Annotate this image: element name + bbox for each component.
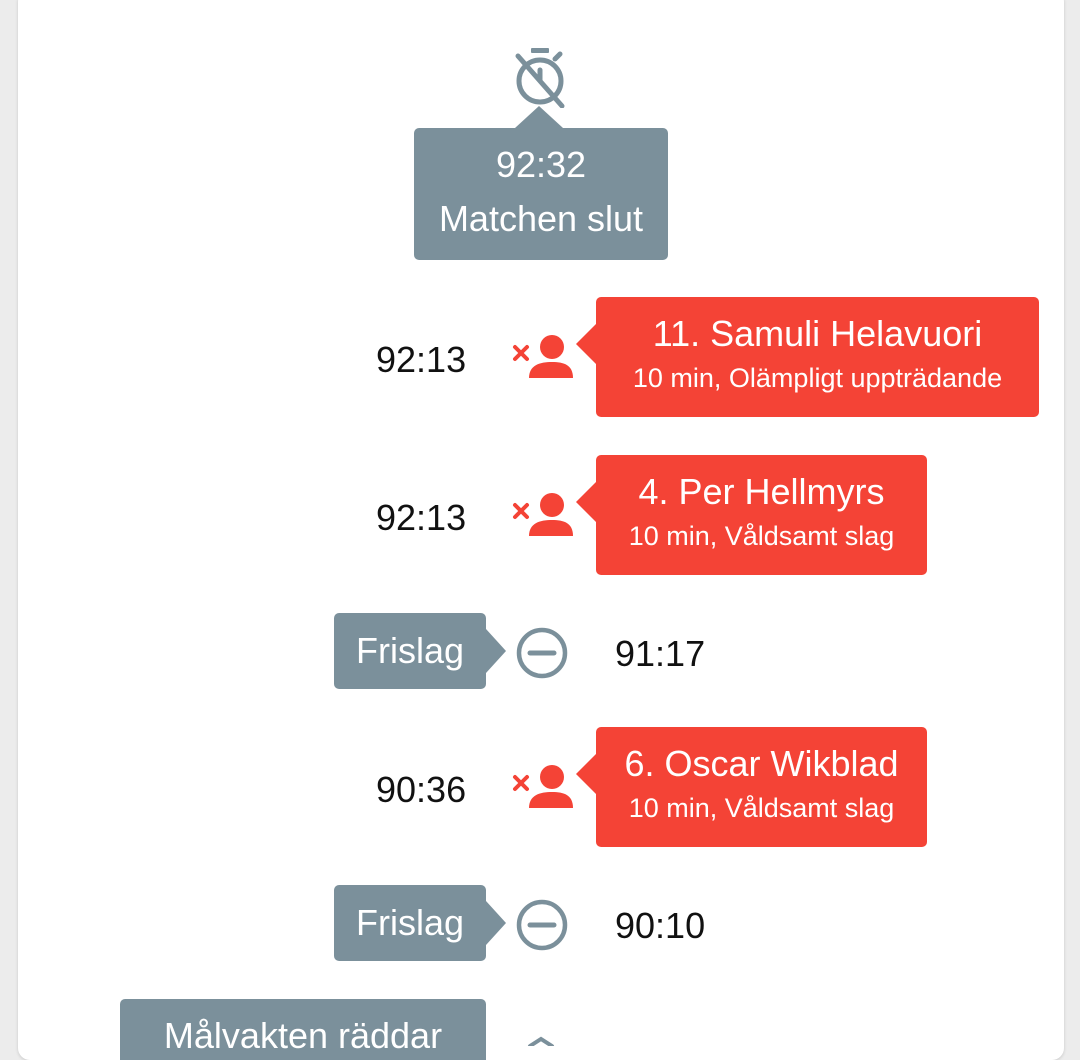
penalty-player: 11. Samuli Helavuori [652, 313, 983, 354]
person-remove-icon [513, 493, 573, 536]
penalty-bubble-pointer [576, 322, 598, 366]
shield-icon [528, 1036, 554, 1046]
event-time: 91:17 [615, 633, 706, 674]
free-kick-bubble-pointer [486, 629, 506, 673]
match-end-bubble-pointer [515, 106, 563, 128]
free-kick-label: Frislag [355, 630, 465, 671]
minus-circle-icon [516, 899, 568, 951]
penalty-player: 4. Per Hellmyrs [638, 471, 885, 512]
event-time: 90:10 [615, 905, 706, 946]
penalty-bubble-pointer [576, 752, 598, 796]
timer-off-icon [515, 48, 565, 108]
free-kick-bubble[interactable]: Frislag [334, 885, 486, 961]
penalty-player: 6. Oscar Wikblad [624, 743, 899, 784]
person-remove-icon [513, 335, 573, 378]
event-time: 92:13 [376, 497, 467, 538]
event-time: 92:13 [376, 339, 467, 380]
penalty-detail: 10 min, Olämpligt uppträdande [632, 363, 1003, 393]
event-time: 90:36 [376, 769, 467, 810]
minus-circle-icon [516, 627, 568, 679]
match-end-label: Matchen slut [438, 198, 644, 239]
save-bubble[interactable]: Målvakten räddar [120, 999, 486, 1060]
free-kick-bubble-pointer [486, 901, 506, 945]
penalty-bubble[interactable]: 4. Per Hellmyrs 10 min, Våldsamt slag [596, 455, 927, 575]
penalty-bubble-pointer [576, 480, 598, 524]
free-kick-label: Frislag [355, 902, 465, 943]
match-end-bubble[interactable]: 92:32 Matchen slut [414, 128, 668, 260]
save-label: Målvakten räddar [163, 1015, 443, 1056]
free-kick-bubble[interactable]: Frislag [334, 613, 486, 689]
penalty-bubble[interactable]: 11. Samuli Helavuori 10 min, Olämpligt u… [596, 297, 1039, 417]
penalty-bubble[interactable]: 6. Oscar Wikblad 10 min, Våldsamt slag [596, 727, 927, 847]
match-timeline-card: 92:32 Matchen slut 92:13 11. Samuli Hela… [18, 0, 1064, 1060]
person-remove-icon [513, 765, 573, 808]
penalty-detail: 10 min, Våldsamt slag [628, 521, 895, 551]
penalty-detail: 10 min, Våldsamt slag [628, 793, 895, 823]
match-end-time: 92:32 [495, 144, 587, 185]
